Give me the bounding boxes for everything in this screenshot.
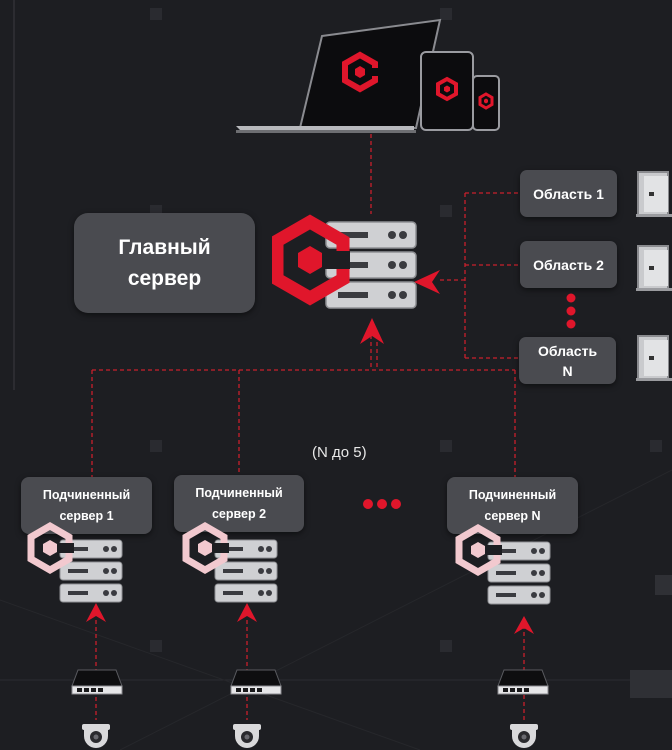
arrow-icon	[86, 270, 534, 634]
slave-server-1-label: Подчиненный сервер 1	[21, 477, 152, 534]
camera-icon	[233, 724, 261, 748]
logo-icon	[27, 521, 74, 575]
slave-server-1-text: Подчиненный сервер 1	[42, 487, 131, 523]
server-rack-icon	[59, 539, 123, 603]
area-2-label: Область 2	[520, 241, 617, 288]
slave-server-n-text: Подчиненный сервер N	[468, 487, 557, 523]
ellipsis-dots	[566, 293, 576, 329]
logo-icon	[342, 51, 378, 93]
area-2-text: Область 2	[533, 256, 604, 273]
network-switch-icon	[230, 669, 282, 695]
server-rack-icon	[487, 541, 551, 605]
slave-server-2-label: Подчиненный сервер 2	[174, 475, 304, 532]
area-n-text: Область N	[537, 342, 598, 379]
slave-server-n-label: Подчиненный сервер N	[447, 477, 578, 534]
main-server-text: Главный сервер	[118, 236, 211, 290]
door-icon	[636, 335, 672, 381]
door-icon	[636, 171, 672, 217]
camera-icon	[510, 724, 538, 748]
door-icon	[636, 245, 672, 291]
network-switch-icon	[71, 669, 123, 695]
slave-count-caption: (N до 5)	[312, 444, 367, 461]
slave-server-n-icon	[455, 523, 551, 605]
slave-server-1-icon	[27, 521, 123, 603]
client-devices-icon	[236, 18, 500, 133]
slave-server-2-text: Подчиненный сервер 2	[195, 485, 283, 521]
area-1-label: Область 1	[520, 170, 617, 217]
area-n-label: Область N	[519, 337, 616, 384]
server-rack-icon	[214, 539, 278, 603]
main-server-label: Главный сервер	[74, 213, 255, 313]
camera-icon	[82, 724, 110, 748]
main-server-icon	[272, 214, 417, 309]
network-switch-icon	[497, 669, 549, 695]
logo-icon	[272, 214, 350, 306]
slave-server-2-icon	[182, 521, 278, 603]
area-1-text: Область 1	[533, 185, 604, 202]
logo-icon	[182, 521, 229, 575]
ellipsis-dots	[363, 499, 401, 509]
logo-icon	[455, 523, 502, 577]
